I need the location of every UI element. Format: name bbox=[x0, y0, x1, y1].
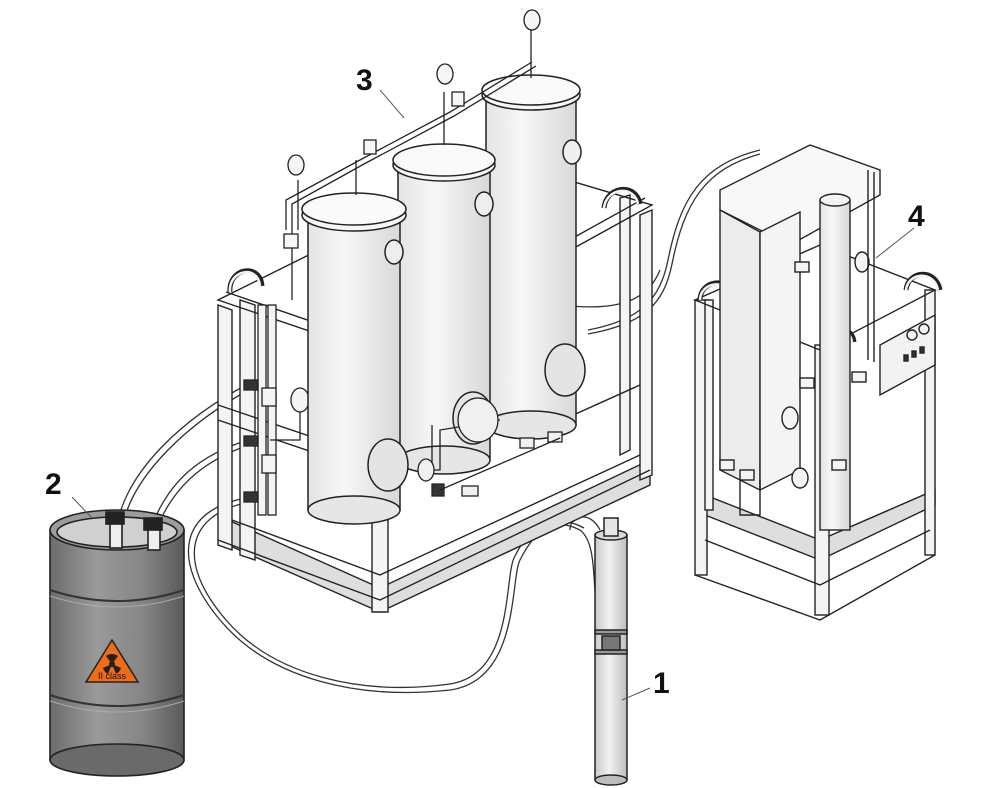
callouts: 1 2 3 4 bbox=[45, 64, 925, 701]
callout-3: 3 bbox=[356, 64, 373, 97]
base-tray bbox=[227, 458, 651, 613]
waste-barrel bbox=[49, 509, 185, 777]
hoses bbox=[117, 149, 761, 694]
pressure-gauges bbox=[283, 9, 541, 249]
gauge-icon bbox=[436, 63, 454, 85]
dosing-unit bbox=[693, 144, 943, 621]
filter-tank-front bbox=[301, 192, 409, 525]
bottom-piping bbox=[417, 397, 563, 497]
gauge-icon bbox=[287, 154, 305, 176]
callout-4: 4 bbox=[908, 200, 925, 233]
radiation-warning-label: II class bbox=[84, 638, 140, 683]
callout-2: 2 bbox=[45, 468, 62, 501]
barrel-class-label: II class bbox=[98, 671, 127, 681]
gauge-icon bbox=[523, 9, 541, 31]
inlet-manifold bbox=[243, 304, 310, 516]
callout-1: 1 bbox=[653, 667, 670, 700]
filter-tank-rear bbox=[481, 74, 586, 440]
submersible-pump bbox=[594, 517, 628, 786]
